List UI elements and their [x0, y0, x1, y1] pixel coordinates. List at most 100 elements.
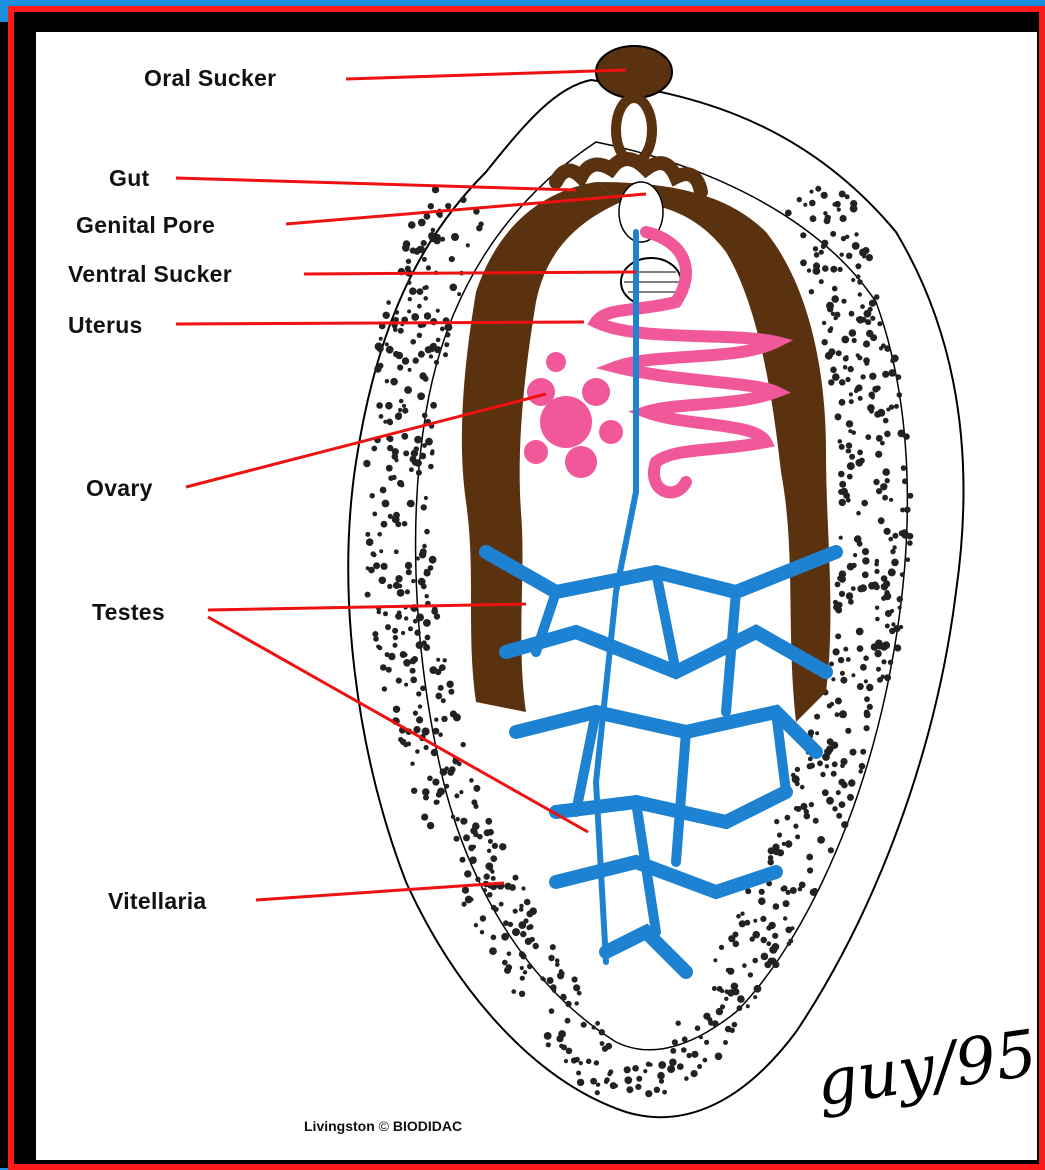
vitellaria-granule — [856, 511, 861, 516]
vitellaria-granule — [907, 493, 913, 499]
vitellaria-granule — [846, 442, 852, 448]
vitellaria-granule — [377, 532, 382, 537]
vitellaria-granule — [876, 435, 883, 442]
vitellaria-granule — [451, 815, 455, 819]
vitellaria-granule — [508, 922, 513, 927]
vitellaria-granule — [875, 451, 882, 458]
vitellaria-granule — [434, 346, 441, 353]
vitellaria-granule — [847, 563, 855, 571]
vitellaria-granule — [654, 1087, 660, 1093]
vitellaria-granule — [865, 434, 871, 440]
vitellaria-granule — [897, 596, 903, 602]
vitellaria-granule — [440, 327, 445, 332]
vitellaria-granule — [761, 953, 769, 961]
vitellaria-granule — [659, 1079, 664, 1084]
vitellaria-granule — [891, 622, 895, 626]
vitellaria-granule — [676, 1021, 681, 1026]
vitellaria-granule — [438, 732, 443, 737]
vitellaria-granule — [850, 749, 857, 756]
vitellaria-granule — [817, 836, 825, 844]
vitellaria-granule — [864, 696, 870, 702]
vitellaria-granule — [853, 553, 857, 557]
vitellaria-granule — [457, 292, 461, 296]
vitellaria-granule — [851, 673, 855, 677]
vitellaria-granule — [740, 912, 744, 916]
vitellaria-granule — [407, 280, 412, 285]
vitellaria-granule — [436, 658, 440, 662]
vitellaria-granule — [777, 849, 784, 856]
vitellaria-granule — [523, 970, 527, 974]
vitellaria-granule — [888, 660, 893, 665]
vitellaria-granule — [408, 626, 413, 631]
vitellaria-granule — [777, 832, 782, 837]
vitellaria-granule — [395, 310, 400, 315]
vitellaria-granule — [841, 821, 848, 828]
vitellaria-granule — [513, 909, 518, 914]
vitellaria-granule — [781, 886, 786, 891]
vitellaria-granule — [847, 794, 854, 801]
vitellaria-granule — [849, 454, 855, 460]
vitellaria-granule — [833, 648, 840, 655]
vitellaria-granule — [669, 1065, 674, 1070]
vitellaria-granule — [434, 360, 439, 365]
vitellaria-granule — [425, 594, 429, 598]
vitellaria-granule — [746, 1004, 750, 1008]
vitellaria-granule — [825, 764, 829, 768]
vitellaria-granule — [592, 1025, 596, 1029]
vitellaria-granule — [520, 966, 524, 970]
vitellaria-granule — [691, 1051, 698, 1058]
vitellaria-granule — [381, 521, 387, 527]
vitellaria-granule — [849, 399, 854, 404]
vitellaria-granule — [828, 847, 834, 853]
vitellaria-granule — [827, 738, 834, 745]
vitellaria-granule — [406, 742, 411, 747]
vitellaria-granule — [405, 589, 410, 594]
vitellaria-granule — [596, 1083, 600, 1087]
vitellaria-granule — [848, 779, 855, 786]
vitellaria-granule — [870, 334, 877, 341]
vitellaria-granule — [682, 1036, 688, 1042]
vitellaria-granule — [380, 664, 387, 671]
vitellaria-granule — [376, 645, 380, 649]
vitellaria-granule — [657, 1072, 665, 1080]
vitellaria-granule — [840, 253, 844, 257]
vitellaria-granule — [730, 1028, 735, 1033]
vitellaria-granule — [413, 357, 419, 363]
vitellaria-granule — [402, 408, 408, 414]
vitellaria-granule — [809, 289, 814, 294]
diagram-canvas: Oral Sucker Gut Genital Pore Ventral Suc… — [36, 32, 1037, 1160]
vitellaria-granule — [406, 569, 412, 575]
vitellaria-granule — [636, 1076, 642, 1082]
vitellaria-granule — [835, 413, 842, 420]
vitellaria-granule — [869, 373, 876, 380]
vitellaria-granule — [404, 616, 408, 620]
vitellaria-granule — [427, 822, 434, 829]
vitellaria-granule — [443, 352, 448, 357]
vitellaria-granule — [555, 962, 560, 967]
vitellaria-granule — [602, 1046, 608, 1052]
vitellaria-granule — [889, 369, 897, 377]
vitellaria-granule — [487, 892, 493, 898]
vitellaria-granule — [457, 762, 462, 767]
vitellaria-granule — [426, 265, 431, 270]
vitellaria-granule — [807, 268, 811, 272]
vitellaria-granule — [819, 279, 824, 284]
vitellaria-granule — [561, 1044, 567, 1050]
vitellaria-granule — [839, 481, 846, 488]
vitellaria-granule — [768, 855, 773, 860]
vitellaria-granule — [404, 386, 412, 394]
vitellaria-granule — [860, 304, 865, 309]
vitellaria-granule — [876, 642, 884, 650]
vitellaria-granule — [449, 766, 456, 773]
vitellaria-granule — [424, 745, 429, 750]
vitellaria-granule — [877, 321, 882, 326]
vitellaria-granule — [846, 657, 851, 662]
vitellaria-granule — [418, 704, 422, 708]
vitellaria-granule — [402, 404, 406, 408]
vitellaria-granule — [792, 775, 800, 783]
vitellaria-granule — [521, 886, 525, 890]
vitellaria-granule — [859, 763, 866, 770]
vitellaria-granule — [523, 918, 528, 923]
vitellaria-granule — [427, 776, 433, 782]
vitellaria-granule — [392, 516, 398, 522]
